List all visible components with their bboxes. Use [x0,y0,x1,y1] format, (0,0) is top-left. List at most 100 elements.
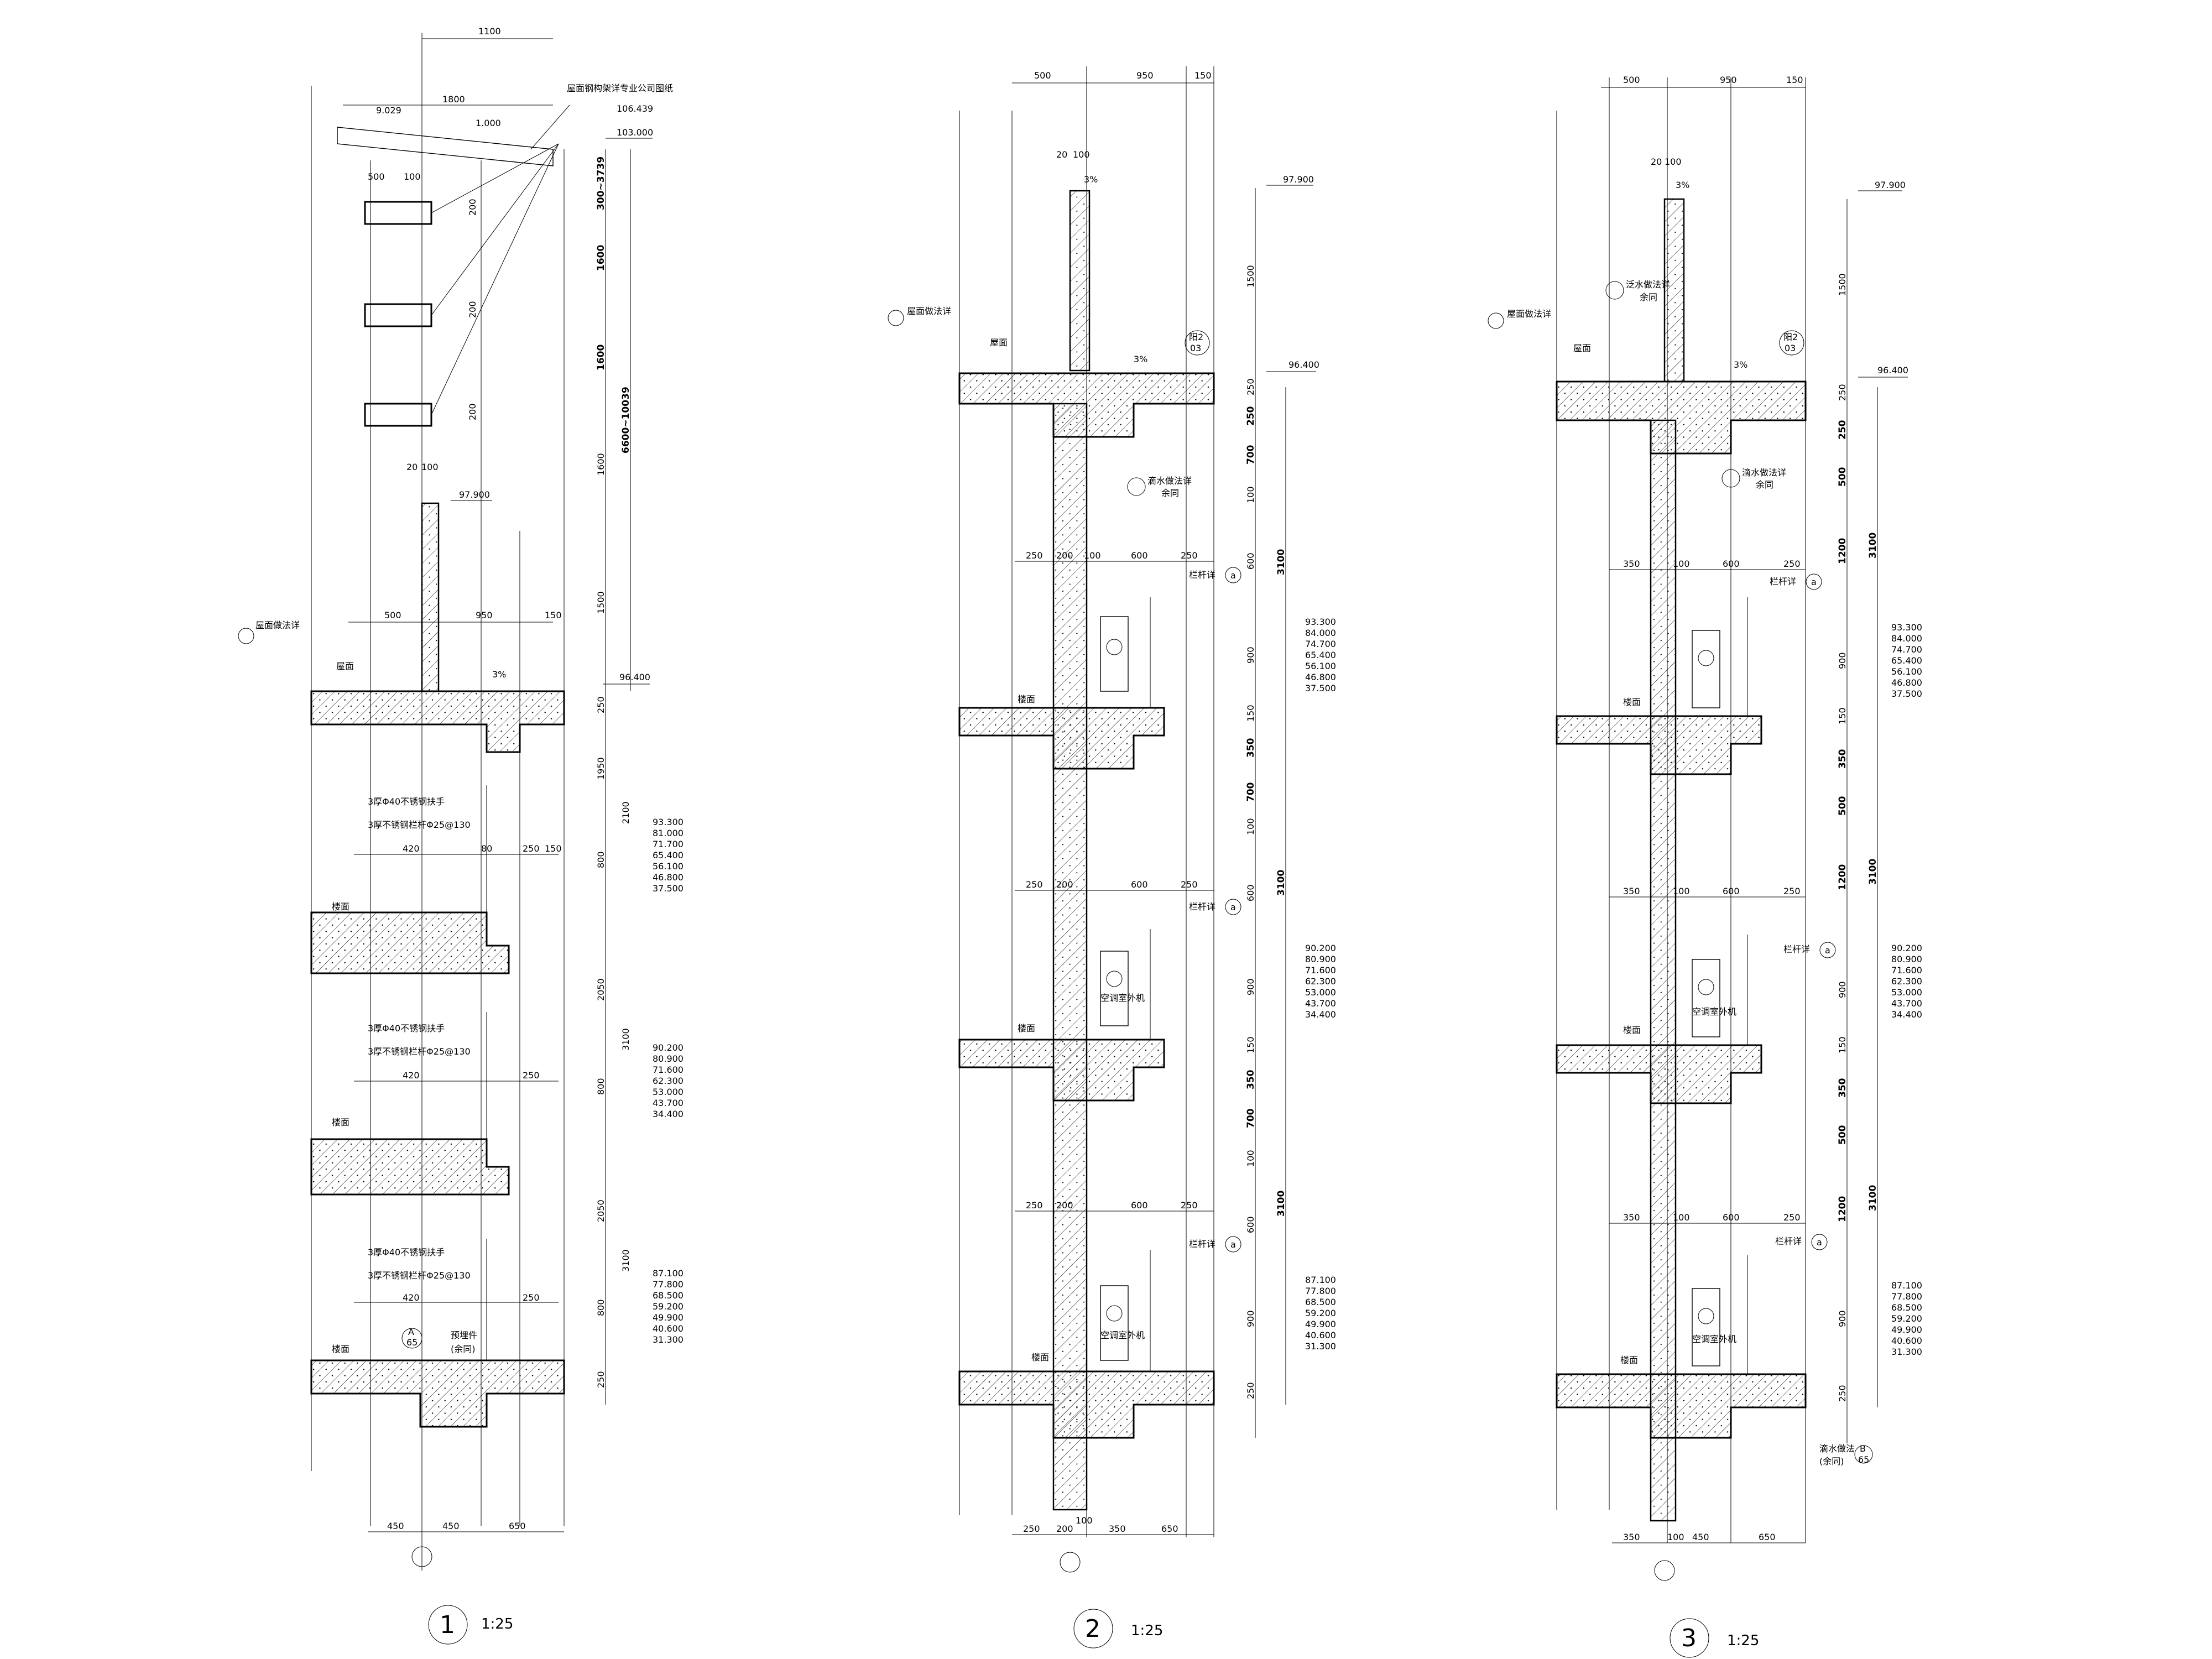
svg-text:a: a [1811,577,1817,587]
svg-text:800: 800 [596,851,606,868]
svg-text:71.700: 71.700 [653,839,684,849]
svg-text:77.800: 77.800 [1891,1291,1922,1302]
svg-text:1200: 1200 [1837,864,1848,890]
svg-text:420: 420 [403,1070,420,1081]
elevation: 97.900 [1283,174,1314,185]
svg-text:150: 150 [545,610,562,620]
svg-text:100: 100 [1084,550,1101,561]
svg-text:93.300: 93.300 [1305,617,1336,627]
reference-bubble [888,310,904,326]
svg-text:77.800: 77.800 [1305,1286,1336,1296]
svg-text:3100: 3100 [1276,1191,1287,1217]
svg-text:68.500: 68.500 [1305,1297,1336,1307]
svg-text:37.500: 37.500 [653,883,684,894]
floor-unit: 空调室外机 栏杆详 a 楼面 350 100 600 250 [1556,1212,1828,1439]
svg-text:71.600: 71.600 [653,1065,684,1075]
svg-text:90.200: 90.200 [653,1042,684,1053]
svg-text:250: 250 [523,1070,540,1081]
ac-fan-icon [1698,1308,1714,1324]
slope: 3% [1134,354,1147,364]
svg-text:650: 650 [1161,1524,1178,1534]
ac-unit [1692,1288,1720,1366]
floor-label: 楼面 [1018,1023,1035,1034]
detail-scale: 1:25 [1727,1632,1759,1649]
floor-slab [1556,1373,1807,1439]
svg-text:1500: 1500 [596,591,606,614]
drip-ref-bubble [1854,1445,1873,1464]
drip-note: 余同 [1756,479,1773,490]
svg-text:900: 900 [1245,646,1256,664]
svg-text:250: 250 [1181,550,1198,561]
svg-text:150: 150 [1245,1036,1256,1053]
railing-note: 栏杆详 [1189,570,1215,580]
svg-text:37.500: 37.500 [1891,688,1922,699]
svg-text:56.100: 56.100 [653,861,684,872]
ac-fan-icon [1106,1305,1123,1322]
svg-text:250: 250 [1245,1382,1256,1399]
elevation: 96.400 [1877,365,1908,375]
svg-text:900: 900 [1837,652,1848,669]
svg-text:87.100: 87.100 [653,1268,684,1279]
box-height: 200 [467,403,478,420]
reference-bubble [1488,312,1504,329]
svg-text:900: 900 [1837,981,1848,998]
detail-scale: 1:25 [481,1616,513,1632]
svg-text:1600: 1600 [596,245,607,271]
svg-text:100: 100 [1667,1532,1684,1542]
roof-label: 屋面 [990,337,1008,348]
svg-text:800: 800 [596,1078,606,1095]
svg-text:250: 250 [1245,406,1256,426]
svg-text:150: 150 [1194,70,1212,81]
svg-text:200: 200 [1056,1200,1073,1211]
elevation: 106.439 [617,103,653,114]
elevation-group: 93.300 84.000 74.700 65.400 56.100 46.80… [1305,617,1336,693]
svg-text:56.100: 56.100 [1305,661,1336,671]
svg-text:100: 100 [1673,559,1690,569]
svg-text:450: 450 [1692,1532,1709,1542]
svg-text:6600~10039: 6600~10039 [620,387,632,453]
ac-fan-icon [1106,971,1123,987]
svg-text:3%: 3% [1084,174,1098,185]
svg-text:150: 150 [1786,75,1803,85]
svg-text:a: a [1817,1237,1822,1248]
svg-text:600: 600 [1131,1200,1148,1211]
svg-text:600: 600 [1723,1212,1740,1223]
svg-text:250: 250 [1837,384,1848,401]
ac-fan-icon [1698,979,1714,995]
elevation: 96.400 [1288,359,1319,370]
svg-text:87.100: 87.100 [1305,1275,1336,1285]
svg-text:03: 03 [1190,343,1201,353]
svg-text:650: 650 [509,1521,526,1531]
svg-text:500: 500 [1623,75,1640,85]
svg-text:150: 150 [1245,705,1256,722]
detail-scale: 1:25 [1131,1623,1163,1639]
roof-method-note: 屋面做法详 [907,306,951,316]
wall [1650,419,1677,1522]
detail-3: 500 950 150 20 100 3% 97.900 泛水做法详 余同 屋面… [1488,75,1922,1658]
svg-text:3100: 3100 [1867,1185,1879,1211]
svg-text:49.900: 49.900 [653,1312,684,1323]
svg-text:3100: 3100 [1276,549,1287,575]
svg-text:20: 20 [1056,149,1067,160]
railing-note: 栏杆详 [1189,1239,1215,1249]
svg-text:1200: 1200 [1837,1196,1848,1222]
ac-unit [1692,630,1720,708]
railing-note: 栏杆详 [1770,576,1796,587]
railing-note: 3厚不锈钢栏杆Φ25@130 [368,820,471,830]
svg-text:43.700: 43.700 [1305,998,1336,1009]
bottom-drip-note: 滴水做法 [1819,1443,1855,1454]
svg-text:49.900: 49.900 [1891,1324,1922,1335]
ac-label: 空调室外机 [1100,1330,1145,1340]
svg-text:65.400: 65.400 [1305,650,1336,660]
svg-text:90.200: 90.200 [1305,943,1336,953]
svg-text:700: 700 [1245,782,1256,802]
svg-text:600: 600 [1131,879,1148,890]
svg-text:600: 600 [1723,559,1740,569]
svg-text:100: 100 [421,462,439,472]
svg-text:350: 350 [1109,1524,1126,1534]
svg-text:100: 100 [1245,486,1256,503]
roof-slab [1556,380,1807,455]
railing-note: 栏杆详 [1783,944,1810,954]
svg-text:31.300: 31.300 [653,1334,684,1345]
svg-text:250: 250 [596,696,606,713]
